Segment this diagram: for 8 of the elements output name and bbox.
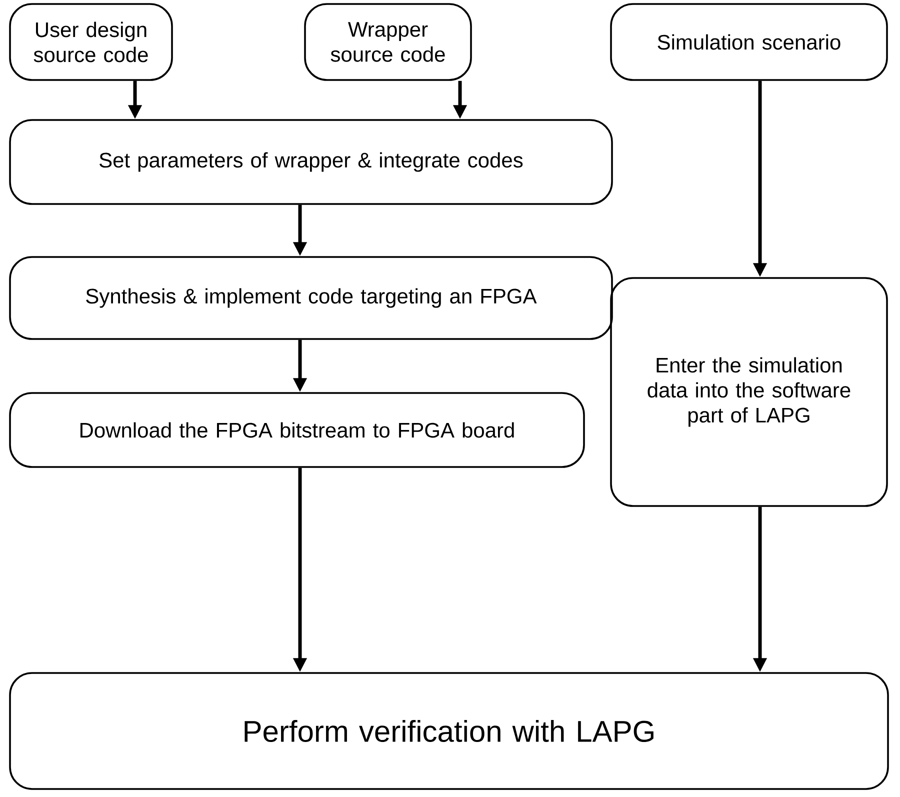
process-box: User design source code <box>9 3 173 81</box>
process-box: Enter the simulation data into the software part of LAPG <box>610 277 888 507</box>
process-box: Perform verification with LAPG <box>9 672 889 790</box>
process-box: Synthesis & implement code targeting an FPGA <box>9 256 613 340</box>
process-box: Simulation scenario <box>610 3 888 81</box>
process-box: Download the FPGA bitstream to FPGA board <box>9 392 585 468</box>
process-box: Set parameters of wrapper & integrate codes <box>9 119 613 205</box>
process-box: Wrapper source code <box>304 3 472 81</box>
